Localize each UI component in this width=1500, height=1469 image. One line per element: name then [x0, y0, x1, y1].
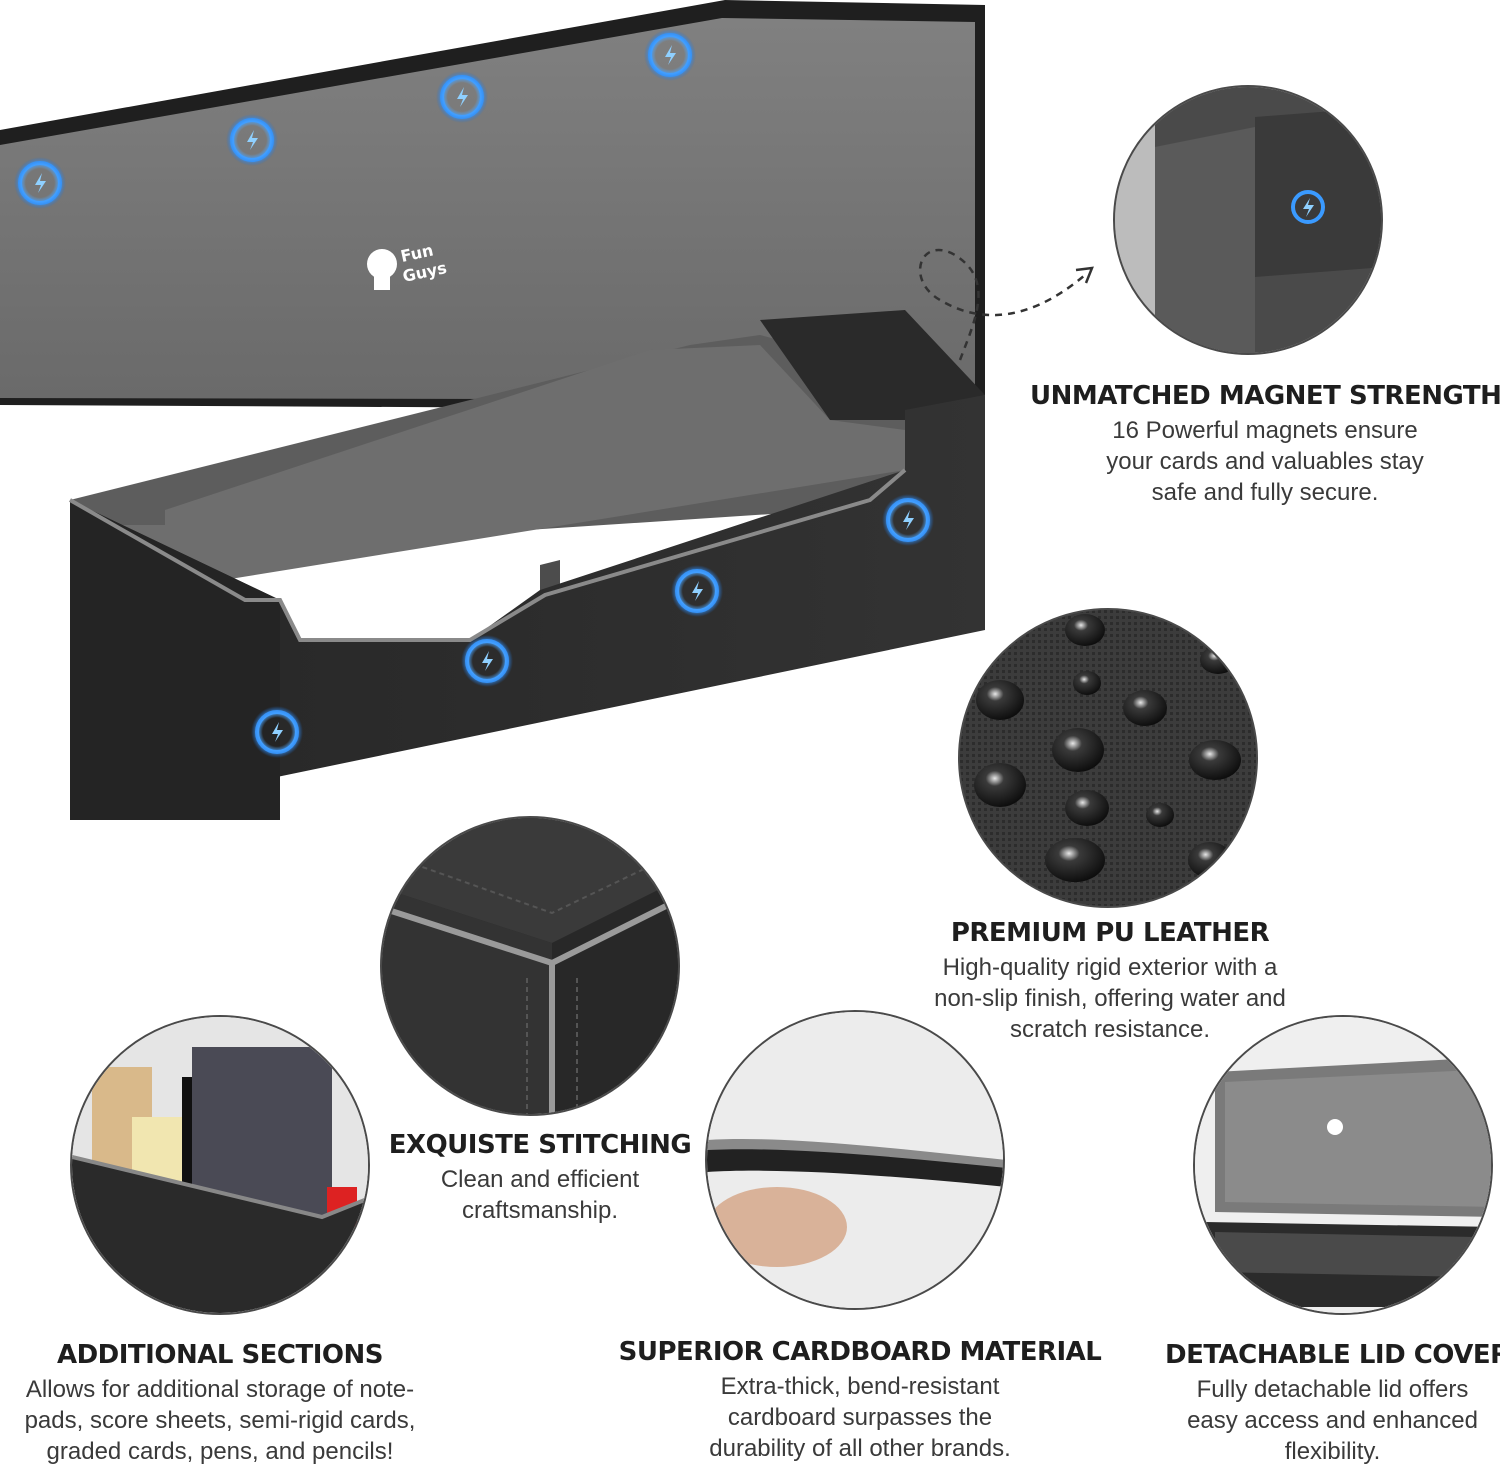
magnet-icon — [644, 29, 696, 81]
stitching-detail-image — [380, 816, 680, 1116]
feature-description: High-quality rigid exterior with a non-s… — [934, 954, 1286, 1043]
lid-detail-image — [1193, 1015, 1493, 1315]
feature-description: Allows for additional storage of note- p… — [24, 1376, 416, 1465]
feature-leather: PREMIUM PU LEATHER High-quality rigid ex… — [900, 918, 1320, 1045]
feature-title: PREMIUM PU LEATHER — [950, 918, 1270, 948]
feature-description: Fully detachable lid offers easy access … — [1187, 1376, 1478, 1465]
product-box-illustration: Fun Guys — [0, 0, 985, 820]
feature-title: UNMATCHED MAGNET STRENGTH — [1030, 381, 1500, 411]
magnet-icon — [14, 157, 66, 209]
magnet-icon — [671, 565, 723, 617]
feature-lid: DETACHABLE LID COVER Fully detachable li… — [1165, 1340, 1500, 1467]
leather-detail-image — [958, 608, 1258, 908]
feature-description: Extra-thick, bend-resistant cardboard su… — [709, 1373, 1011, 1462]
feature-description: 16 Powerful magnets ensure your cards an… — [1106, 417, 1424, 506]
magnet-icon — [882, 494, 934, 546]
feature-cardboard: SUPERIOR CARDBOARD MATERIAL Extra-thick,… — [615, 1337, 1105, 1464]
sections-detail-image — [70, 1015, 370, 1315]
cardboard-detail-image — [705, 1010, 1005, 1310]
feature-title: SUPERIOR CARDBOARD MATERIAL — [618, 1337, 1102, 1367]
arrow-icon — [918, 248, 1094, 361]
magnet-icon — [436, 71, 488, 123]
feature-title: EXQUISTE STITCHING — [388, 1130, 692, 1160]
feature-description: Clean and efficient craftsmanship. — [440, 1166, 640, 1224]
feature-title: ADDITIONAL SECTIONS — [56, 1340, 384, 1370]
feature-sections: ADDITIONAL SECTIONS Allows for additiona… — [0, 1340, 440, 1467]
magnet-detail-image — [1113, 85, 1383, 355]
magnet-icon — [226, 114, 278, 166]
feature-title: DETACHABLE LID COVER — [1165, 1340, 1500, 1370]
magnet-icon — [251, 706, 303, 758]
feature-stitching: EXQUISTE STITCHING Clean and efficient c… — [385, 1130, 695, 1226]
magnet-icon — [461, 635, 513, 687]
feature-magnet: UNMATCHED MAGNET STRENGTH 16 Powerful ma… — [1030, 381, 1500, 508]
